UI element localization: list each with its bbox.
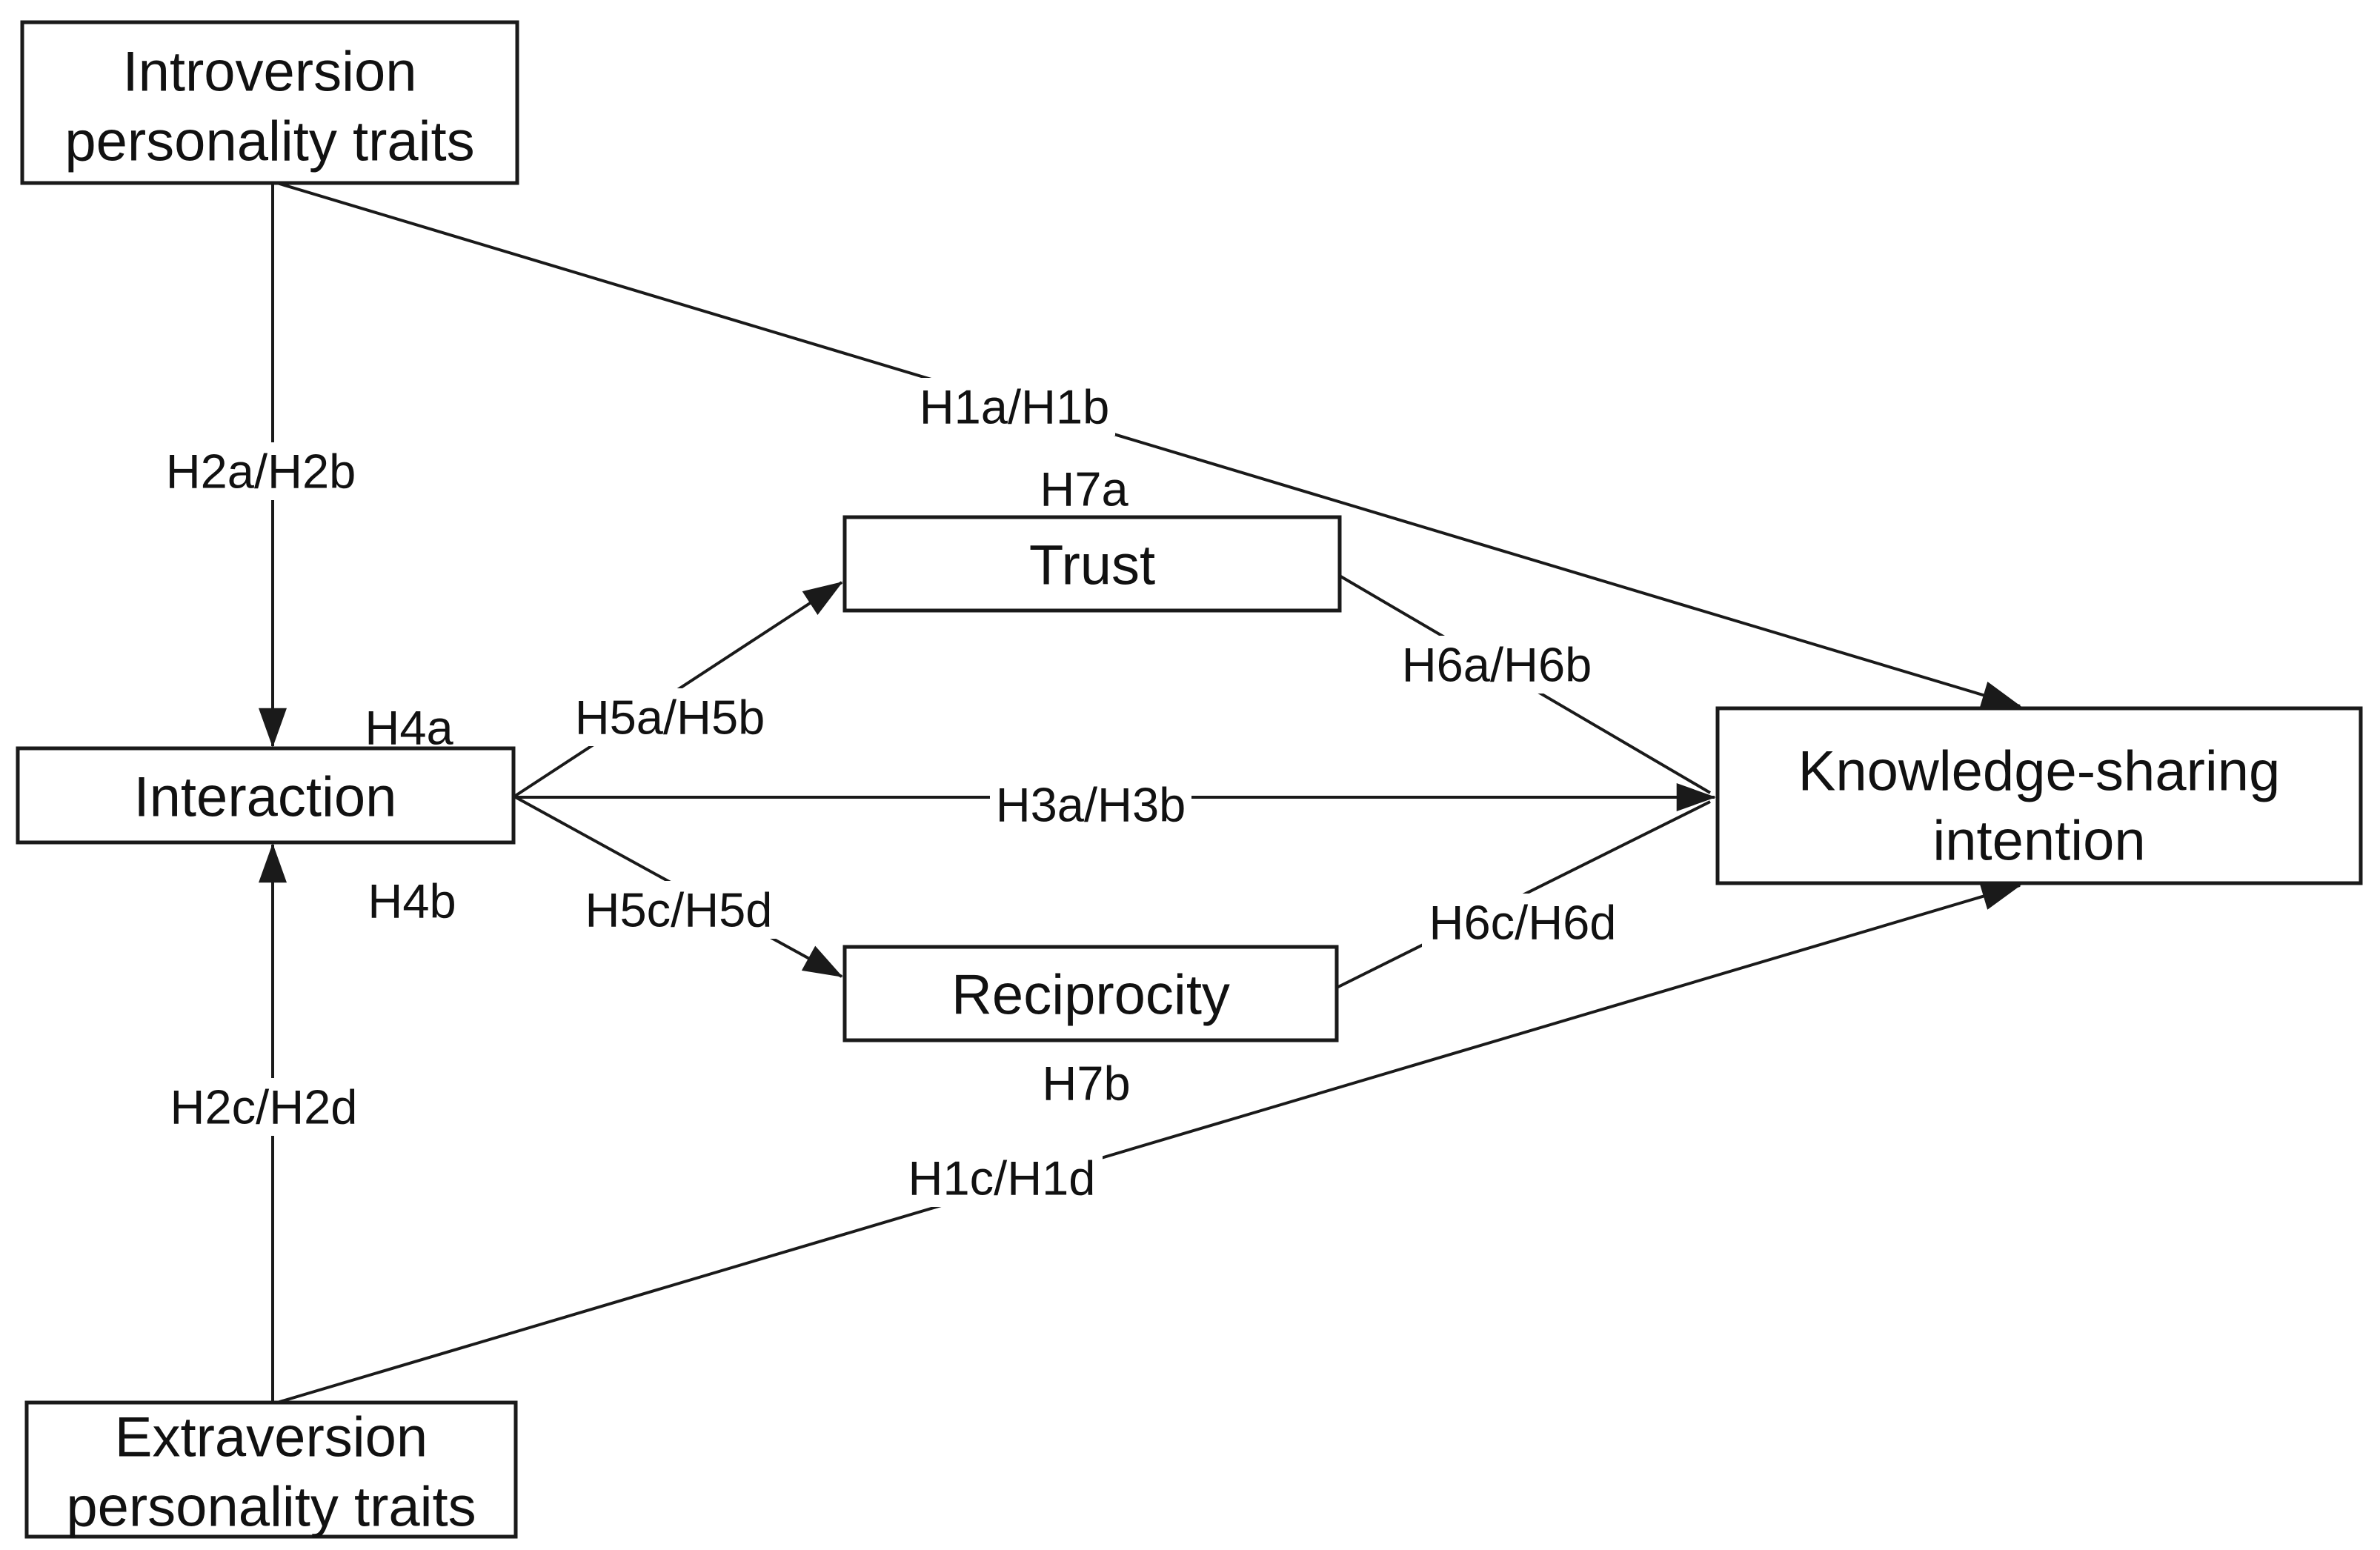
edge-label-h1ab: H1a/H1b	[914, 378, 1115, 436]
node-trust: Trust	[842, 515, 1342, 613]
node-label-introversion-line2: personality traits	[64, 110, 474, 173]
label-bg	[1422, 894, 1623, 951]
node-box-reciprocity	[842, 945, 1339, 1042]
hypothesis-label-h7a: H7a	[1040, 462, 1128, 516]
node-knowledge-sharing: Knowledge-sharing intention	[1715, 706, 2363, 885]
label-bg	[990, 776, 1191, 834]
hypothesis-label-h1ab: H1a/H1b	[920, 380, 1110, 434]
node-box-knowledge-sharing	[1715, 706, 2363, 885]
node-label-extraversion-line1: Extraversion	[115, 1406, 428, 1469]
node-box-introversion	[20, 20, 519, 185]
node-label-interaction: Interaction	[134, 766, 397, 829]
edge-label-h6ab: H6a/H6b	[1396, 636, 1598, 693]
node-box-interaction	[16, 746, 516, 845]
node-label-introversion-line1: Introversion	[122, 41, 416, 104]
hypothesis-label-h2cd: H2c/H2d	[170, 1080, 358, 1134]
hypothesis-label-h3ab: H3a/H3b	[996, 778, 1186, 832]
edge-extraversion-to-knowledge-sharing	[276, 882, 2021, 1404]
node-label-extraversion-line2: personality traits	[66, 1476, 476, 1539]
hypothesis-label-h4b: H4b	[368, 874, 456, 928]
hypothesis-label-h5ab: H5a/H5b	[575, 691, 765, 745]
hypothesis-label-h5cd: H5c/H5d	[585, 883, 773, 937]
edge-labels: H2a/H2b H1a/H1b H2c/H2d H1c/H1d H3a/H3b …	[160, 378, 1623, 1207]
nodes: Introversion personality traits Interact…	[16, 20, 2363, 1539]
node-label-trust: Trust	[1029, 534, 1155, 597]
node-label-knowledge-sharing-line1: Knowledge-sharing	[1798, 740, 2281, 803]
node-reciprocity: Reciprocity	[842, 945, 1339, 1042]
node-box-extraversion	[24, 1400, 518, 1539]
label-bg	[1396, 636, 1598, 693]
hypothesis-label-h7b: H7b	[1042, 1057, 1130, 1111]
node-label-reciprocity: Reciprocity	[951, 964, 1230, 1027]
edge-introversion-to-knowledge-sharing	[276, 182, 2021, 709]
node-introversion: Introversion personality traits	[20, 20, 519, 185]
hypothesis-label-h2ab: H2a/H2b	[166, 445, 356, 499]
edge-label-h3ab: H3a/H3b	[990, 776, 1191, 834]
edge-label-h5cd: H5c/H5d	[578, 881, 780, 939]
edge-label-h2ab: H2a/H2b	[160, 442, 362, 500]
label-bg	[163, 1078, 365, 1136]
hypothesis-label-h6cd: H6c/H6d	[1429, 896, 1617, 950]
label-bg	[578, 881, 780, 939]
hypothesis-label-h6ab: H6a/H6b	[1402, 638, 1592, 692]
label-bg	[914, 378, 1115, 436]
edge-label-h2cd: H2c/H2d	[163, 1078, 365, 1136]
label-bg	[569, 688, 771, 746]
edge-label-h5ab: H5a/H5b	[569, 688, 771, 746]
label-bg	[160, 442, 362, 500]
hypothesis-label-h4a: H4a	[365, 701, 453, 755]
node-interaction: Interaction	[16, 746, 516, 845]
label-bg	[901, 1149, 1103, 1207]
edge-label-h1cd: H1c/H1d	[901, 1149, 1103, 1207]
node-label-knowledge-sharing-line2: intention	[1932, 810, 2145, 873]
edge-label-h6cd: H6c/H6d	[1422, 894, 1623, 951]
node-box-trust	[842, 515, 1342, 613]
hypothesis-label-h1cd: H1c/H1d	[908, 1151, 1096, 1205]
node-extraversion: Extraversion personality traits	[24, 1400, 518, 1539]
